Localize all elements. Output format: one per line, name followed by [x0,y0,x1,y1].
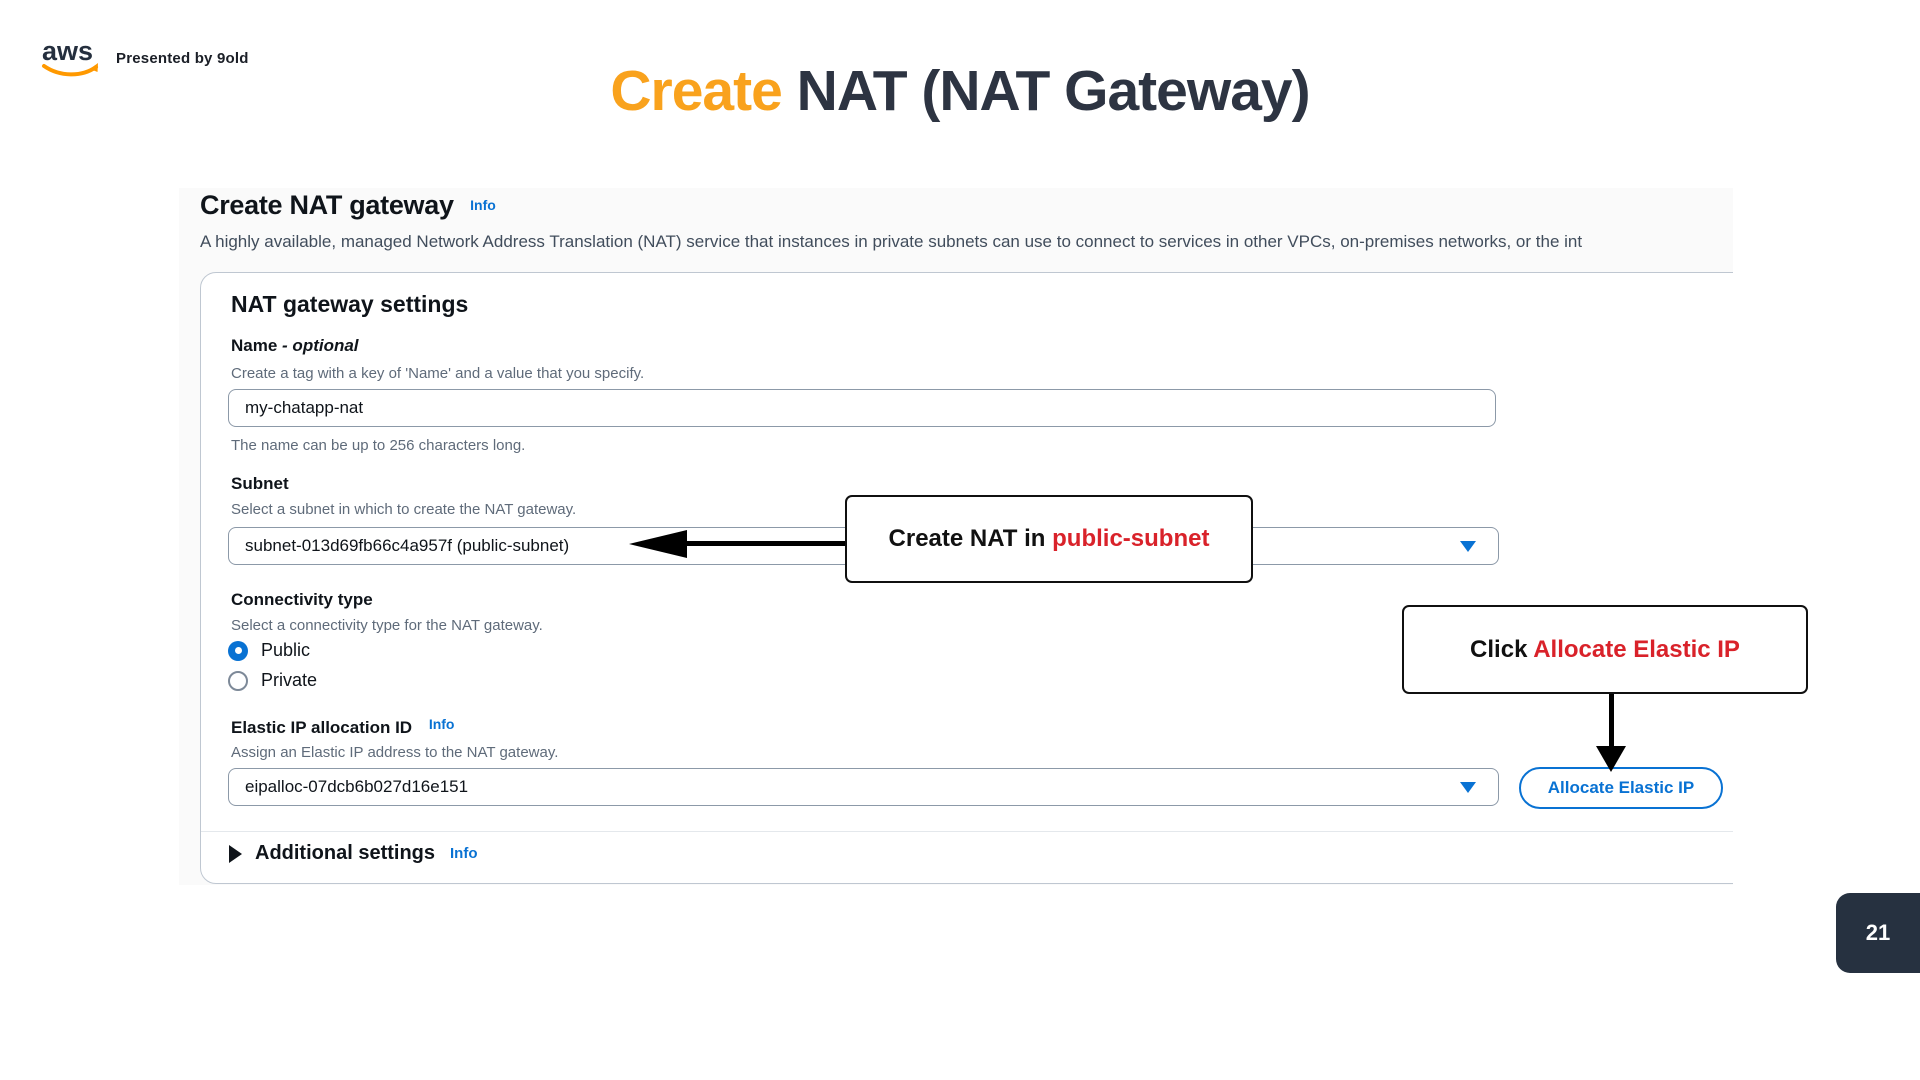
brand-row: aws Presented by 9old [40,36,249,80]
slide-title-highlight: Create [610,59,782,123]
additional-settings-expander[interactable]: Additional settings Info [229,842,478,865]
subnet-label: Subnet [231,474,289,493]
eip-callout-highlight: Allocate Elastic IP [1533,635,1740,663]
name-constraint: The name can be up to 256 characters lon… [231,437,526,454]
eip-label: Elastic IP allocation ID Info [231,716,455,737]
connectivity-hint: Select a connectivity type for the NAT g… [231,617,543,634]
aws-logo-icon: aws [42,36,98,77]
page-title-info-link[interactable]: Info [470,197,496,213]
chevron-down-icon [1460,541,1476,552]
radio-private[interactable]: Private [228,670,317,691]
aws-logo-text: aws [42,36,93,66]
radio-public-icon [228,640,248,661]
radio-public-label: Public [261,640,311,660]
presented-by-label: Presented by 9old [116,49,249,67]
page-number: 21 [1865,920,1891,945]
slide-title-rest: NAT (NAT Gateway) [781,59,1311,123]
chevron-down-icon [1460,782,1476,793]
subnet-callout-highlight: public-subnet [1052,525,1210,552]
additional-settings-info-link[interactable]: Info [450,845,478,862]
eip-hint: Assign an Elastic IP address to the NAT … [231,744,559,761]
subnet-callout: Create NAT in public-subnet [845,495,1253,583]
additional-settings-label: Additional settings [255,842,435,864]
eip-info-link[interactable]: Info [428,716,455,732]
subnet-hint: Select a subnet in which to create the N… [231,501,577,518]
arrow-line [682,541,845,546]
slide-title: Create NAT (NAT Gateway) [0,58,1920,124]
radio-private-label: Private [261,670,318,690]
eip-select-value: eipalloc-07dcb6b027d16e151 [245,777,469,796]
page-title-row: Create NAT gateway Info [200,190,496,221]
caret-right-icon [229,844,242,863]
radio-public[interactable]: Public [228,640,310,661]
section-divider [201,831,1733,832]
name-input[interactable] [228,389,1496,427]
arrow-line [1609,694,1614,748]
name-hint: Create a tag with a key of 'Name' and a … [231,365,645,382]
page-number-badge: 21 [1836,893,1920,973]
name-label: Name - optional [231,336,359,355]
subnet-callout-text: Create NAT in public-subnet [888,525,1210,552]
radio-private-icon [228,670,248,691]
eip-callout: Click Allocate Elastic IP [1402,605,1808,694]
connectivity-label: Connectivity type [231,590,373,609]
eip-callout-text: Click Allocate Elastic IP [1470,635,1740,663]
nat-settings-card: NAT gateway settings Name - optional Cre… [200,272,1733,884]
allocate-elastic-ip-button[interactable]: Allocate Elastic IP [1519,767,1723,809]
name-label-optional: - optional [282,336,359,355]
card-title: NAT gateway settings [231,291,469,317]
arrow-left-icon [629,530,687,558]
eip-select[interactable]: eipalloc-07dcb6b027d16e151 [228,768,1499,806]
page-description: A highly available, managed Network Addr… [200,232,1583,251]
subnet-select-value: subnet-013d69fb66c4a957f (public-subnet) [245,536,570,555]
page-title: Create NAT gateway [200,190,454,220]
arrow-down-icon [1596,746,1626,772]
